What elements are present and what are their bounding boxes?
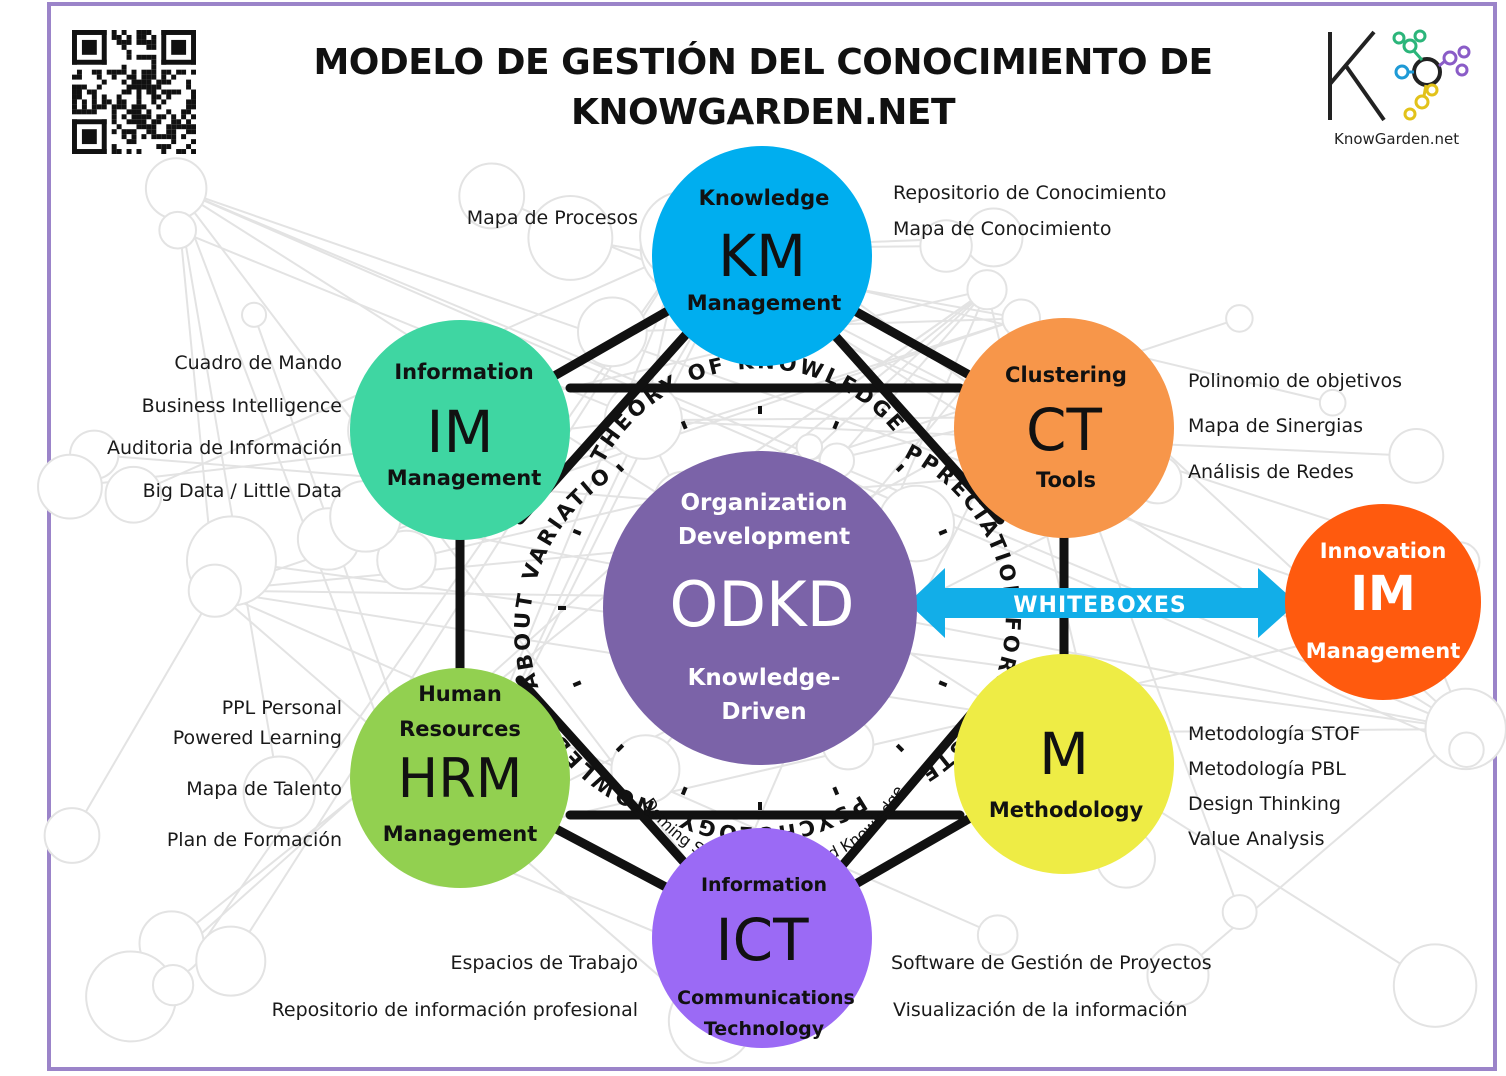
node-m-abbr: M <box>1039 720 1089 788</box>
node-im: Information IM Management <box>350 320 570 540</box>
note-ict-right-1: Visualización de la información <box>893 999 1188 1021</box>
node-hrm-top1: Human <box>418 682 502 706</box>
ring-dot <box>572 528 582 536</box>
note-ict-left-1: Repositorio de información profesional <box>271 999 638 1021</box>
node-ict-bottom1: Communications <box>677 987 855 1009</box>
node-km: Knowledge KM Management <box>652 146 872 366</box>
whiteboxes-arrow: WHITEBOXES <box>908 568 1297 638</box>
node-m-bottom: Methodology <box>989 798 1144 822</box>
ring-dot <box>895 463 905 473</box>
note-ict-right-0: Software de Gestión de Proyectos <box>891 952 1212 974</box>
node-odkd-line2: Development <box>678 524 850 550</box>
note-m-right-0: Metodología STOF <box>1188 723 1361 745</box>
node-hrm: Human Resources HRM Management <box>350 668 570 888</box>
ring-dot <box>832 786 840 796</box>
ring-dot <box>615 743 625 753</box>
node-ct-bottom: Tools <box>1036 468 1096 492</box>
note-m-right-2: Design Thinking <box>1188 793 1341 815</box>
note-m-right-1: Metodología PBL <box>1188 758 1346 780</box>
note-m-right-3: Value Analysis <box>1188 828 1325 850</box>
node-im-top: Information <box>394 360 533 384</box>
node-ct-top: Clustering <box>1005 363 1127 387</box>
node-im-abbr: IM <box>426 398 493 466</box>
node-innovation-top: Innovation <box>1320 539 1447 563</box>
ring-dot <box>572 680 582 688</box>
whiteboxes-label: WHITEBOXES <box>1013 593 1186 618</box>
node-innovation-abbr: IM <box>1350 566 1416 622</box>
node-km-abbr: KM <box>718 222 806 290</box>
ring-dot <box>895 743 905 753</box>
note-hrm-left-3: Plan de Formación <box>166 829 342 851</box>
node-km-bottom: Management <box>687 291 842 315</box>
node-ict-bottom2: Technology <box>704 1018 825 1040</box>
note-im-left-0: Cuadro de Mando <box>174 352 342 374</box>
note-hrm-left-0: PPL Personal <box>221 697 342 719</box>
node-hrm-abbr: HRM <box>398 747 523 810</box>
ring-dot <box>680 420 688 430</box>
node-m: M Methodology <box>954 654 1174 874</box>
note-ct-right-1: Mapa de Sinergias <box>1188 415 1363 437</box>
note-ct-right-0: Polinomio de objetivos <box>1188 370 1403 392</box>
node-innovation-bottom: Management <box>1306 639 1461 663</box>
note-im-left-2: Auditoria de Información <box>107 437 342 459</box>
node-odkd-line1: Organization <box>680 490 847 516</box>
node-odkd: Organization Development ODKD Knowledge-… <box>603 451 917 765</box>
note-hrm-left-1: Powered Learning <box>172 727 342 749</box>
ring-dot <box>615 463 625 473</box>
ring-dot <box>938 528 948 536</box>
node-km-top: Knowledge <box>699 186 830 210</box>
node-odkd-line3: Knowledge- <box>688 665 841 691</box>
node-hrm-top2: Resources <box>399 717 521 741</box>
node-odkd-abbr: ODKD <box>670 568 855 641</box>
node-odkd-line4: Driven <box>721 699 806 725</box>
knowgarden-logo-icon <box>1328 29 1471 122</box>
ring-dot <box>558 606 566 610</box>
note-km-right-0: Repositorio de Conocimiento <box>893 182 1167 204</box>
note-ict-left-0: Espacios de Trabajo <box>450 952 638 974</box>
node-odkd-circle <box>603 451 917 765</box>
note-hrm-left-2: Mapa de Talento <box>186 778 342 800</box>
node-ict-top: Information <box>701 874 827 896</box>
node-im-bottom: Management <box>387 466 542 490</box>
ring-dot <box>758 802 762 810</box>
logo-caption: KnowGarden.net <box>1334 130 1460 148</box>
page-title-line1: MODELO DE GESTIÓN DEL CONOCIMIENTO DE <box>313 42 1213 83</box>
node-ict: Information ICT Communications Technolog… <box>652 828 872 1048</box>
note-im-left-1: Business Intelligence <box>141 395 342 417</box>
node-ct: Clustering CT Tools <box>954 318 1174 538</box>
note-ct-right-2: Análisis de Redes <box>1188 461 1354 483</box>
note-km-right-1: Mapa de Conocimiento <box>893 218 1112 240</box>
ring-dot <box>938 680 948 688</box>
qr-code-icon <box>72 30 196 154</box>
ring-dot <box>758 406 762 414</box>
note-km-left-0: Mapa de Procesos <box>466 207 638 229</box>
node-ct-abbr: CT <box>1026 396 1102 464</box>
node-hrm-bottom: Management <box>383 822 538 846</box>
ring-dot <box>832 420 840 430</box>
page-title-line2: KNOWGARDEN.NET <box>570 92 956 133</box>
note-im-left-3: Big Data / Little Data <box>142 480 342 502</box>
ring-dot <box>680 786 688 796</box>
node-ict-abbr: ICT <box>715 906 809 974</box>
node-innovation: Innovation IM Management <box>1285 504 1481 700</box>
